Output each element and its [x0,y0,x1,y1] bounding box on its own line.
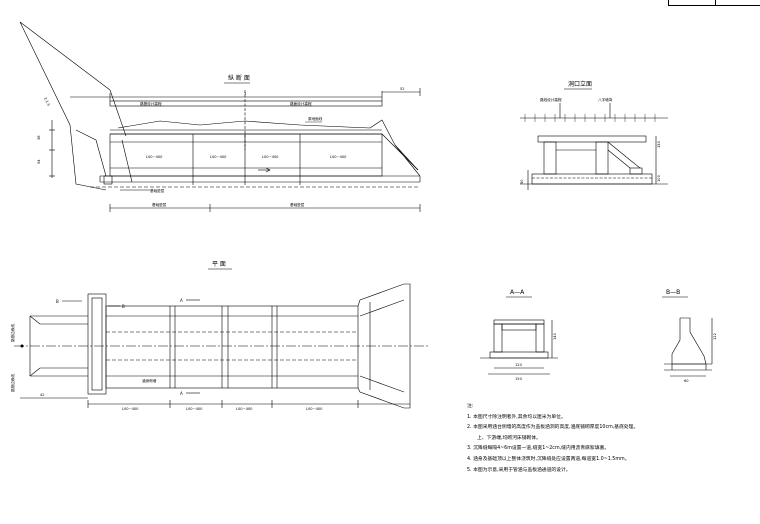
svg-text:150: 150 [657,140,661,148]
notes-heading: 注: [467,404,474,409]
side-elevation-title: 洞口立面 [568,80,592,88]
plan-seg-label-2: L00~400 [186,407,203,411]
embankment-slope-line [19,21,107,191]
svg-text:52: 52 [400,87,405,91]
plan-marker-b-right: B [122,304,125,309]
road-edge-label: 原地面线 [308,116,323,121]
side-left-label: 路线设计高程 [540,97,562,102]
plan-seg-label-1: L00~400 [122,407,139,411]
svg-text:3: 3 [244,92,246,96]
plan-marker-a-top: A [180,298,183,303]
note-item-2: 2. 本图采用涵台侧墙的高度作为盖板涵洞的高度,涵底铺砌厚度10cm,基底处理。 [467,425,639,431]
svg-text:100: 100 [657,174,661,182]
section-a-title: A—A [510,289,525,296]
slope-ratio-label: 1:1.5 [43,97,51,107]
long-seg-label-1: L00~400 [146,155,163,159]
plan-left-bottom-label: 路基边缘线 [10,374,15,392]
plan-culvert-label: 涵身侧墙 [142,378,157,383]
note-item-3: 3. 沉降缝每隔4~6m设置一道,缝宽1~2cm,缝内用沥青麻絮填塞。 [467,446,610,452]
side-elevation-view: 洞口立面 路线设计高程 八字墙背 50 150 100 [520,80,668,190]
top-right-label: 路面设计高程 [290,101,312,106]
side-right-label: 八字墙背 [598,97,613,102]
long-seg-label-4: L00~400 [330,155,347,159]
plan-view: 平 面 B B A [10,261,430,411]
svg-text:50: 50 [520,179,524,184]
slope-upper-line [19,21,111,91]
note-item-5: 5. 本图为示意,采用于管涵与盖板涵通道的设计。 [467,467,571,473]
section-b-view: B—B 122 60 [662,289,717,383]
top-left-label: 路基设计高程 [140,101,162,106]
plan-seg-label-4: L00~400 [306,407,323,411]
long-seg-label-3: L00~400 [262,155,279,159]
svg-text:42: 42 [40,393,45,397]
svg-text:38: 38 [37,135,41,140]
svg-text:120: 120 [515,363,523,367]
svg-text:94: 94 [37,159,41,164]
title-block-corner [668,0,760,6]
longitudinal-title: 纵 断 面 [228,74,250,82]
note-item-2-cont: 上、下游端,均砌河床铺砌体。 [477,435,541,441]
note-item-1: 1. 本图尺寸除注明者外,其余均以厘米为单位。 [467,414,566,420]
plan-seg-label-3: L00~400 [236,407,253,411]
plan-marker-b-left: B [56,299,59,304]
plan-left-top-label: 路基边缘线 [10,324,15,342]
plan-title: 平 面 [212,261,226,268]
svg-text:140: 140 [553,332,557,340]
note-item-4: 4. 涵身及基础顶以上整体浇筑时,沉降缝处应设置两道,每道宽1.0~1.5mm。 [467,456,630,462]
long-seg-label-2: L00~400 [210,155,227,159]
section-b-title: B—B [666,289,680,296]
svg-text:150: 150 [515,377,523,381]
plan-marker-a-bottom: A [180,391,183,396]
longitudinal-view: 纵 断 面 1:1.5 52 3 路基设计高程 路面设计高程 原地面线 [19,21,421,212]
svg-text:60: 60 [684,379,689,383]
notes-block: 注: 1. 本图尺寸除注明者外,其余均以厘米为单位。 2. 本图采用涵台侧墙的高… [467,402,737,476]
bottom-right-dim-label: 基础垫层 [290,202,305,207]
bottom-left-label: 基础垫层 [150,188,165,193]
svg-text:122: 122 [713,333,717,340]
section-a-view: A—A 140 120 150 [480,289,558,381]
bottom-left-dim-label: 基础垫层 [152,202,167,207]
